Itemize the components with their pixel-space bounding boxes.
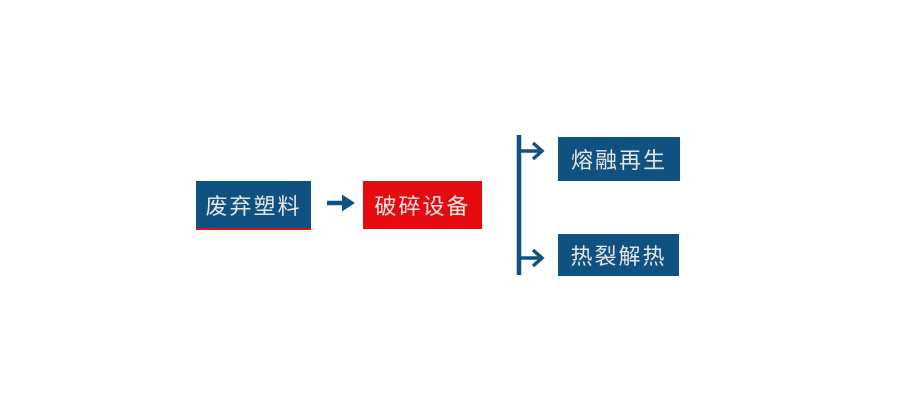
arrow-right-icon [327,194,355,212]
node-pyrolysis-heat-label: 热裂解热 [570,244,667,269]
node-melt-regeneration-label: 熔融再生 [570,148,667,173]
branch-connector [516,135,545,275]
node-crushing-equipment: 破碎设备 [363,181,482,229]
node-crushing-equipment-label: 破碎设备 [374,194,471,219]
node-waste-plastic: 废弃塑料 [196,181,311,230]
branch-arrow-bottom-icon [519,248,545,268]
node-melt-regeneration: 熔融再生 [558,137,680,181]
node-pyrolysis-heat: 热裂解热 [558,234,679,276]
branch-arrow-top-icon [519,141,545,161]
node-waste-plastic-label: 废弃塑料 [205,193,302,219]
